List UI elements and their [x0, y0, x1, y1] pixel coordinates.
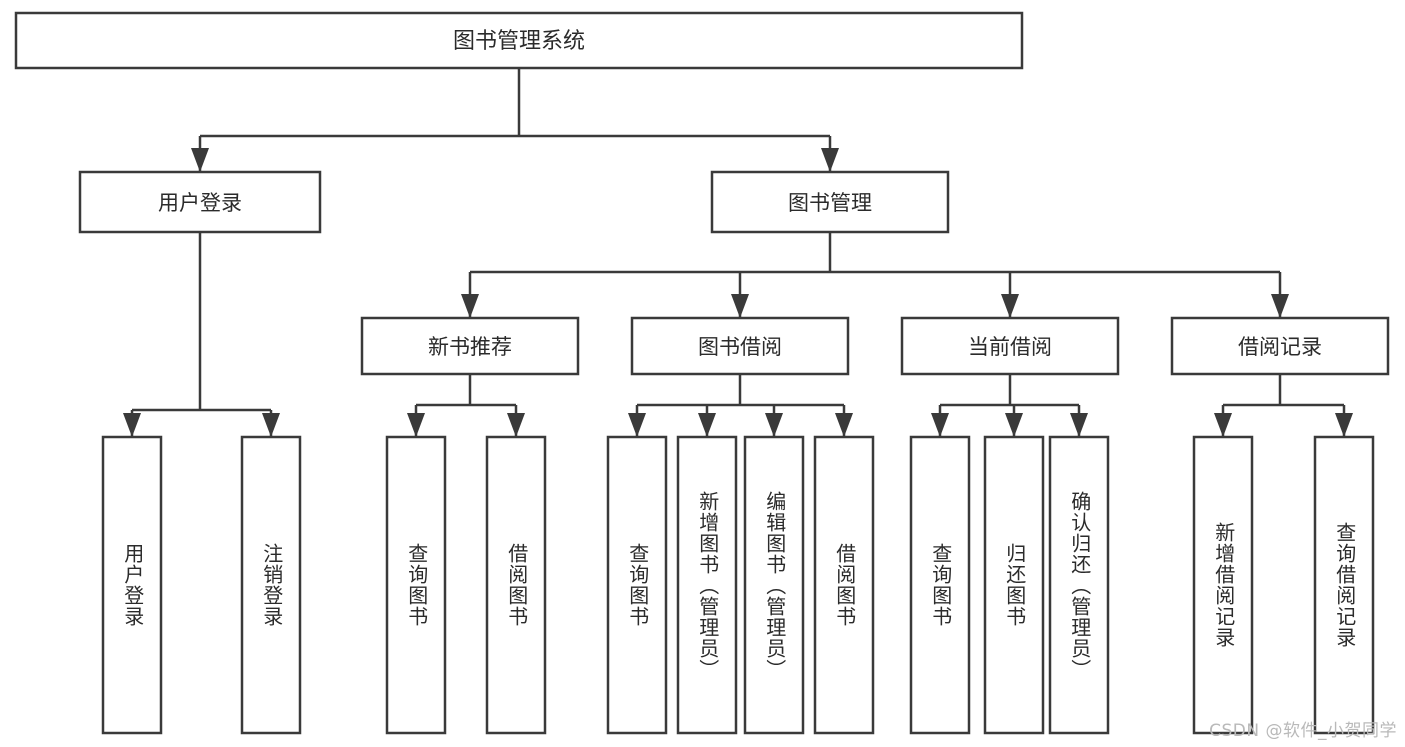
node-box-leaf-borrow-book-rec[interactable] — [485, 435, 547, 735]
node-box-new-book-recommend[interactable] — [360, 316, 580, 376]
arrow-head-icon-user-login — [191, 148, 209, 172]
arrow-head-icon-leaf-edit-book — [765, 413, 783, 437]
arrow-head-icon-leaf-query-record — [1335, 413, 1353, 437]
arrow-head-icon-leaf-borrow-book — [835, 413, 853, 437]
node-box-leaf-logout[interactable] — [240, 435, 302, 735]
node-label-book-borrow: 图书借阅 — [698, 335, 782, 359]
arrow-head-icon-leaf-logout — [262, 413, 280, 437]
arrow-head-icon-leaf-query-book-current — [931, 413, 949, 437]
node-box-leaf-add-book[interactable] — [676, 435, 738, 735]
arrow-head-icon-leaf-add-record — [1214, 413, 1232, 437]
node-label-borrow-record: 借阅记录 — [1238, 335, 1322, 359]
node-box-leaf-add-record[interactable] — [1192, 435, 1254, 735]
arrow-head-icon-current-borrow — [1001, 294, 1019, 318]
node-label-current-borrow: 当前借阅 — [968, 335, 1052, 359]
arrow-head-icon-leaf-query-book-borrow — [628, 413, 646, 437]
arrow-head-icon-leaf-borrow-book-rec — [507, 413, 525, 437]
node-label-root: 图书管理系统 — [453, 29, 585, 54]
node-box-leaf-borrow-book[interactable] — [813, 435, 875, 735]
node-box-leaf-query-book-borrow[interactable] — [606, 435, 668, 735]
connectors-layer — [123, 68, 1353, 437]
node-box-leaf-query-book-current[interactable] — [909, 435, 971, 735]
node-label-book-manage: 图书管理 — [788, 191, 872, 215]
node-box-book-borrow[interactable] — [630, 316, 850, 376]
arrow-head-icon-book-manage — [821, 148, 839, 172]
arrow-head-icon-new-book-recommend — [461, 294, 479, 318]
node-label-new-book-recommend: 新书推荐 — [428, 335, 512, 359]
node-box-book-manage[interactable] — [710, 170, 950, 234]
node-box-user-login[interactable] — [78, 170, 322, 234]
arrow-head-icon-leaf-add-book — [698, 413, 716, 437]
boxes-layer — [14, 11, 1390, 735]
node-box-leaf-query-record[interactable] — [1313, 435, 1375, 735]
node-box-leaf-confirm-return[interactable] — [1048, 435, 1110, 735]
arrow-head-icon-borrow-record — [1271, 294, 1289, 318]
node-box-leaf-return-book[interactable] — [983, 435, 1045, 735]
node-box-root[interactable] — [14, 11, 1024, 70]
node-box-leaf-user-login[interactable] — [101, 435, 163, 735]
arrow-head-icon-leaf-confirm-return — [1070, 413, 1088, 437]
node-label-user-login: 用户登录 — [158, 191, 242, 215]
node-box-current-borrow[interactable] — [900, 316, 1120, 376]
node-box-leaf-edit-book[interactable] — [743, 435, 805, 735]
arrow-head-icon-leaf-return-book — [1005, 413, 1023, 437]
arrow-head-icon-book-borrow — [731, 294, 749, 318]
arrow-head-icon-leaf-query-book-rec — [407, 413, 425, 437]
node-box-borrow-record[interactable] — [1170, 316, 1390, 376]
node-box-leaf-query-book-rec[interactable] — [385, 435, 447, 735]
arrow-head-icon-leaf-user-login — [123, 413, 141, 437]
